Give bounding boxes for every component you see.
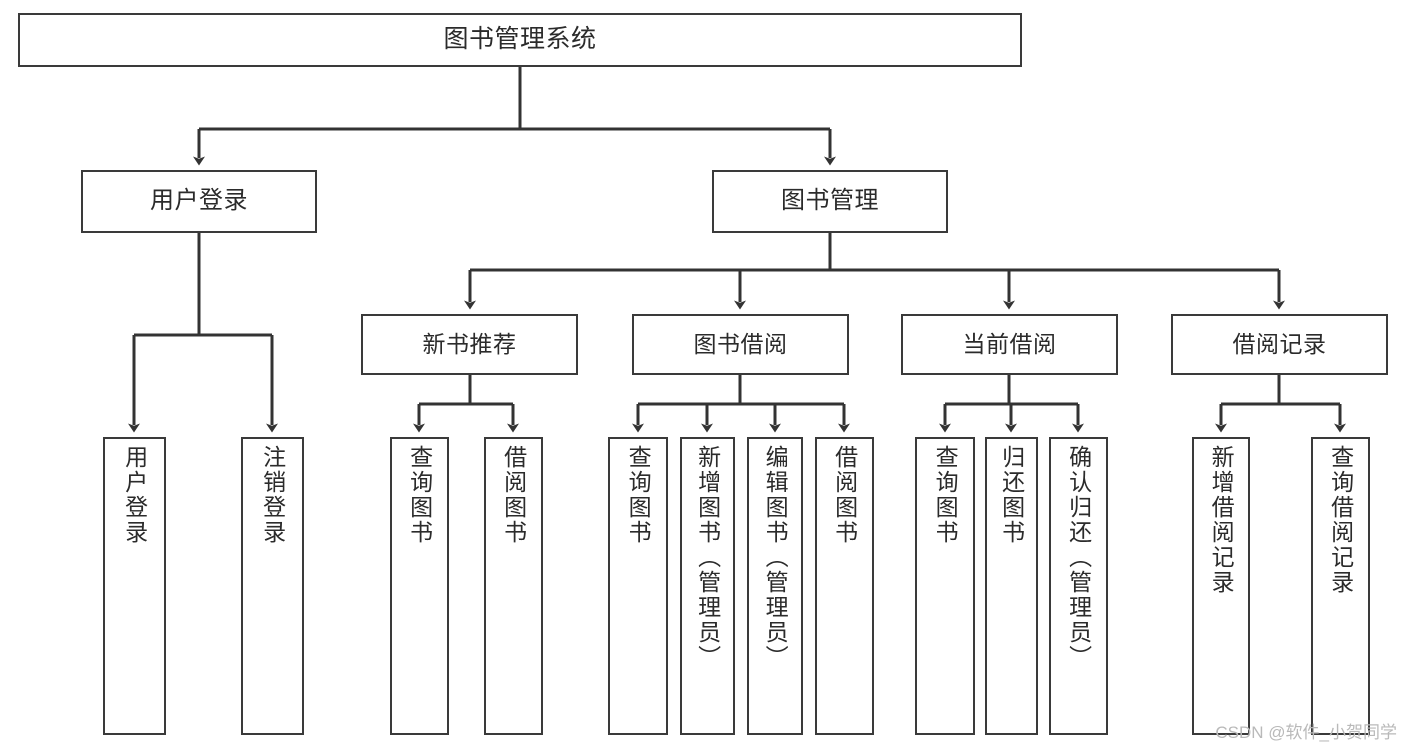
node-book-borrow-label: 图书借阅 [693, 330, 788, 357]
node-leaf-borrow-book-1-label: 借阅图书 [500, 445, 527, 545]
node-leaf-query-book-2-label: 查询图书 [625, 445, 652, 545]
node-book-borrow[interactable]: 图书借阅 [632, 314, 849, 375]
node-leaf-query-record-label: 查询借阅记录 [1327, 445, 1354, 595]
node-leaf-borrow-book-1[interactable]: 借阅图书 [484, 437, 543, 735]
node-leaf-add-book[interactable]: 新增图书（管理员） [680, 437, 735, 735]
node-leaf-user-login[interactable]: 用户登录 [103, 437, 166, 735]
node-leaf-query-book-1[interactable]: 查询图书 [390, 437, 449, 735]
node-leaf-borrow-book-2-label: 借阅图书 [831, 445, 858, 545]
node-leaf-logout-label: 注销登录 [259, 445, 286, 545]
node-current-borrow-label: 当前借阅 [962, 330, 1057, 357]
node-leaf-query-record[interactable]: 查询借阅记录 [1311, 437, 1370, 735]
node-leaf-edit-book[interactable]: 编辑图书（管理员） [747, 437, 803, 735]
node-user-login-label: 用户登录 [150, 187, 248, 215]
node-leaf-return-book[interactable]: 归还图书 [985, 437, 1038, 735]
node-root-label: 图书管理系统 [443, 25, 597, 54]
node-leaf-confirm-return-label: 确认归还（管理员） [1065, 445, 1092, 670]
node-borrow-record-label: 借阅记录 [1232, 330, 1327, 357]
node-leaf-borrow-book-2[interactable]: 借阅图书 [815, 437, 874, 735]
node-new-book-recommend-label: 新书推荐 [422, 330, 517, 357]
node-leaf-confirm-return[interactable]: 确认归还（管理员） [1049, 437, 1108, 735]
node-current-borrow[interactable]: 当前借阅 [901, 314, 1118, 375]
node-root[interactable]: 图书管理系统 [18, 13, 1022, 67]
node-book-manage-label: 图书管理 [781, 187, 879, 215]
node-borrow-record[interactable]: 借阅记录 [1171, 314, 1388, 375]
node-leaf-add-record-label: 新增借阅记录 [1208, 445, 1235, 595]
node-leaf-user-login-label: 用户登录 [121, 445, 148, 545]
node-book-manage[interactable]: 图书管理 [712, 170, 948, 233]
node-leaf-logout[interactable]: 注销登录 [241, 437, 304, 735]
node-leaf-edit-book-label: 编辑图书（管理员） [762, 445, 789, 670]
node-leaf-query-book-3-label: 查询图书 [932, 445, 959, 545]
node-leaf-add-book-label: 新增图书（管理员） [694, 445, 721, 670]
node-leaf-add-record[interactable]: 新增借阅记录 [1192, 437, 1250, 735]
node-new-book-recommend[interactable]: 新书推荐 [361, 314, 578, 375]
node-user-login[interactable]: 用户登录 [81, 170, 317, 233]
node-leaf-query-book-2[interactable]: 查询图书 [608, 437, 668, 735]
watermark-text: CSDN @软件_小贺同学 [1215, 723, 1397, 742]
node-leaf-query-book-3[interactable]: 查询图书 [915, 437, 975, 735]
node-leaf-query-book-1-label: 查询图书 [406, 445, 433, 545]
node-leaf-return-book-label: 归还图书 [998, 445, 1025, 545]
